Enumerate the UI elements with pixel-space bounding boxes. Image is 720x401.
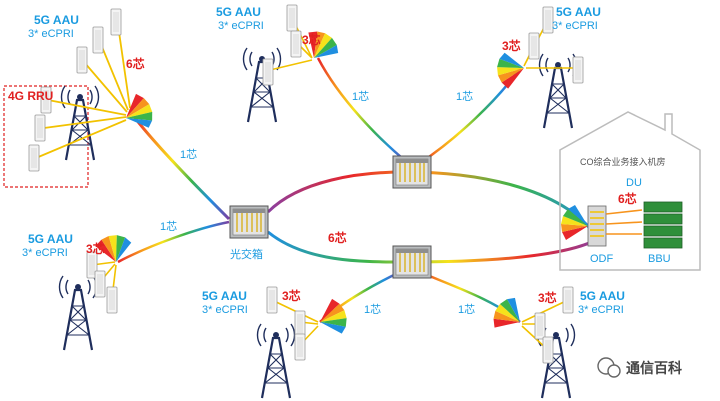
core-count-label: 3芯 xyxy=(86,242,105,256)
aau-icon xyxy=(294,310,306,338)
core-count-label: 6芯 xyxy=(328,231,347,245)
cpri-label: 3* eCPRI xyxy=(552,20,598,32)
odf-label: ODF xyxy=(590,253,614,265)
fiber-fan-icon xyxy=(561,205,588,240)
aau-label: 5G AAU xyxy=(28,232,73,246)
core-count-label: 1芯 xyxy=(458,304,476,316)
rru-icon xyxy=(28,144,40,172)
fiber-top-middle xyxy=(316,57,409,164)
aau-icon xyxy=(562,286,574,314)
cpri-label: 3* eCPRI xyxy=(202,304,248,316)
aau-label: 5G AAU xyxy=(556,5,601,19)
cpri-label: 3* eCPRI xyxy=(22,247,68,259)
splice-cabinet-icon xyxy=(392,155,432,189)
ring-bottom-fiber xyxy=(267,230,597,264)
core-count-label: 1芯 xyxy=(352,91,370,103)
rru-icon xyxy=(34,114,46,142)
aau-icon xyxy=(290,30,302,58)
aau-icon xyxy=(94,270,106,298)
aau-icon xyxy=(572,56,584,84)
core-count-label: 3芯 xyxy=(302,33,321,47)
fiber-fan-icon xyxy=(489,293,528,336)
core-count-label: 1芯 xyxy=(456,91,474,103)
co-room-label: CO综合业务接入机房 xyxy=(580,157,666,167)
site-left xyxy=(58,229,136,352)
fiber-top-left-rru xyxy=(133,117,231,221)
aau-icon xyxy=(528,32,540,60)
odf-rack xyxy=(587,205,607,247)
tower-icon xyxy=(58,274,98,352)
aau-icon xyxy=(266,286,278,314)
aau-icon xyxy=(76,46,88,74)
cpri-label: 3* eCPRI xyxy=(28,28,74,40)
cpri-label: 3* eCPRI xyxy=(218,20,264,32)
optical-box-label: 光交箱 xyxy=(230,249,263,261)
site-top-middle xyxy=(242,4,343,124)
site-top-left xyxy=(28,8,161,172)
aau-label: 5G AAU xyxy=(216,5,261,19)
rru-label: 4G RRU xyxy=(8,89,54,103)
aau-icon xyxy=(262,58,274,86)
site-bottom-right xyxy=(489,286,576,400)
aau-icon xyxy=(286,4,298,32)
core-count-label: 1芯 xyxy=(180,149,198,161)
aau-icon xyxy=(294,333,306,361)
fiber-left xyxy=(117,220,230,264)
bbu-label: BBU xyxy=(648,253,671,265)
cpri-label: 3* eCPRI xyxy=(578,304,624,316)
ring-top-fiber xyxy=(266,170,598,237)
optical-box-icon xyxy=(229,205,269,239)
aau-icon xyxy=(106,286,118,314)
core-count-label: 3芯 xyxy=(282,289,301,303)
du-label: DU xyxy=(626,177,642,189)
wechat-logo-icon xyxy=(597,357,621,378)
aau-label: 5G AAU xyxy=(580,289,625,303)
tower-icon xyxy=(242,46,282,124)
aau-icon xyxy=(534,312,546,340)
fiber-fan-icon xyxy=(117,91,161,136)
co-building-outline xyxy=(559,111,701,271)
odf-to-bbu-fibers xyxy=(605,209,643,235)
core-count-label: 6芯 xyxy=(618,192,637,206)
fiber-fan-icon xyxy=(491,48,529,91)
core-count-label: 3芯 xyxy=(502,39,521,53)
tower-icon xyxy=(256,322,296,400)
aau-label: 5G AAU xyxy=(202,289,247,303)
aau-icon xyxy=(110,8,122,36)
site-top-right xyxy=(491,6,584,130)
fiber-fan-icon xyxy=(313,296,354,341)
aau-label: 5G AAU xyxy=(34,13,79,27)
tower-icon xyxy=(538,52,578,130)
core-count-label: 1芯 xyxy=(160,221,178,233)
bbu-stack-icon xyxy=(643,201,683,249)
watermark-text: 通信百科 xyxy=(626,360,682,376)
aau-icon xyxy=(92,26,104,54)
core-count-label: 3芯 xyxy=(538,291,557,305)
rru-frame xyxy=(3,85,89,188)
core-count-label: 6芯 xyxy=(126,57,145,71)
splice-cabinet-icon xyxy=(392,245,432,279)
core-count-label: 1芯 xyxy=(364,304,382,316)
aau-icon xyxy=(542,336,554,364)
site-bottom-middle xyxy=(256,286,354,400)
